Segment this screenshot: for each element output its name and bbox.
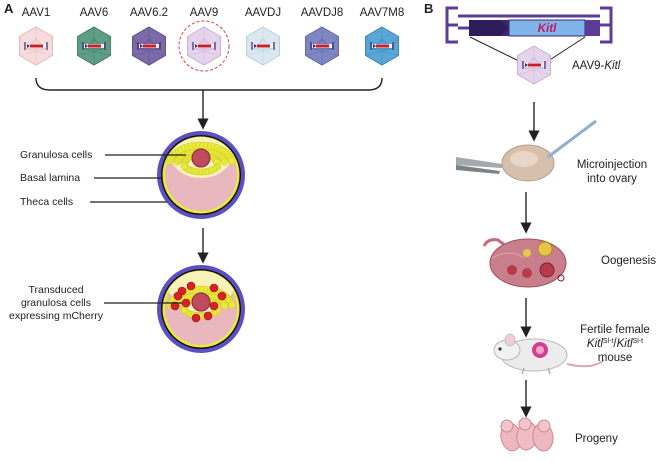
label-transduced-3: expressing mCherry: [9, 310, 104, 322]
serotype-label: AAVDJ8: [301, 7, 344, 19]
serotype-aav7m8: AAV7M8: [360, 7, 405, 66]
label-basal-lamina: Basal lamina: [20, 172, 80, 184]
serotype-aavdj8: AAVDJ8: [301, 7, 344, 66]
capsid-icon: [187, 26, 221, 66]
construct-lead-left: [469, 36, 524, 64]
capsid-icon: [305, 26, 339, 66]
highlight-ring: [178, 20, 230, 72]
panel-b-label: B: [424, 1, 433, 16]
aav9-kitl-capsid-icon: [517, 45, 551, 85]
serotype-label: AAV6: [80, 7, 109, 19]
label-granulosa-cells: Granulosa cells: [20, 149, 92, 161]
step-microinjection-2: into ovary: [587, 173, 637, 185]
step-fertile-female: Fertile female: [580, 324, 650, 336]
step-progeny: Progeny: [575, 433, 618, 445]
step-mouse: mouse: [598, 352, 633, 364]
serotype-aavdj: AAVDJ: [245, 7, 281, 66]
progeny-icon: [500, 417, 554, 452]
serotype-label: AAV1: [22, 7, 51, 19]
construct-gene-label: Kitl: [538, 23, 557, 35]
panel-a-label: A: [4, 1, 14, 16]
mcherry-cells: [170, 281, 227, 323]
serotype-aav6: AAV6: [77, 7, 111, 66]
capsid-icon: [19, 26, 53, 66]
kitl-construct: Kitl: [445, 6, 613, 44]
transduced-follicle: [157, 265, 245, 353]
step-oogenesis: Oogenesis: [601, 255, 656, 267]
step-genotype: KitlSl-t/KitlSl-t: [587, 338, 643, 350]
capsid-icon: [365, 26, 399, 66]
serotype-aav1: AAV1: [19, 7, 53, 66]
bracket: [35, 77, 383, 91]
serotype-label: AAVDJ: [245, 7, 281, 19]
follicle-diagram: [157, 131, 245, 219]
vector-label: AAV9-Kitl: [572, 60, 621, 72]
capsid-icon: [246, 26, 280, 66]
construct-lead-right: [544, 36, 586, 64]
label-transduced-2: granulosa cells: [21, 297, 91, 309]
capsid-icon: [132, 26, 166, 66]
serotype-aav9: AAV9: [178, 7, 230, 72]
label-transduced-1: Transduced: [28, 284, 83, 296]
step-microinjection-1: Microinjection: [577, 159, 647, 171]
serotype-label: AAV6.2: [130, 7, 168, 19]
serotype-label: AAV7M8: [360, 7, 405, 19]
serotype-label: AAV9: [190, 7, 219, 19]
serotype-row: AAV1 AAV6 AAV6.2 AAV9 AAVDJ AAVDJ8 AAV7M…: [19, 7, 405, 72]
microinjection-icon: [456, 119, 597, 182]
mouse-icon: [493, 333, 605, 375]
serotype-aav6-2: AAV6.2: [130, 7, 168, 66]
label-theca-cells: Theca cells: [20, 196, 73, 208]
ovary-icon: [482, 238, 567, 288]
capsid-icon: [77, 26, 111, 66]
